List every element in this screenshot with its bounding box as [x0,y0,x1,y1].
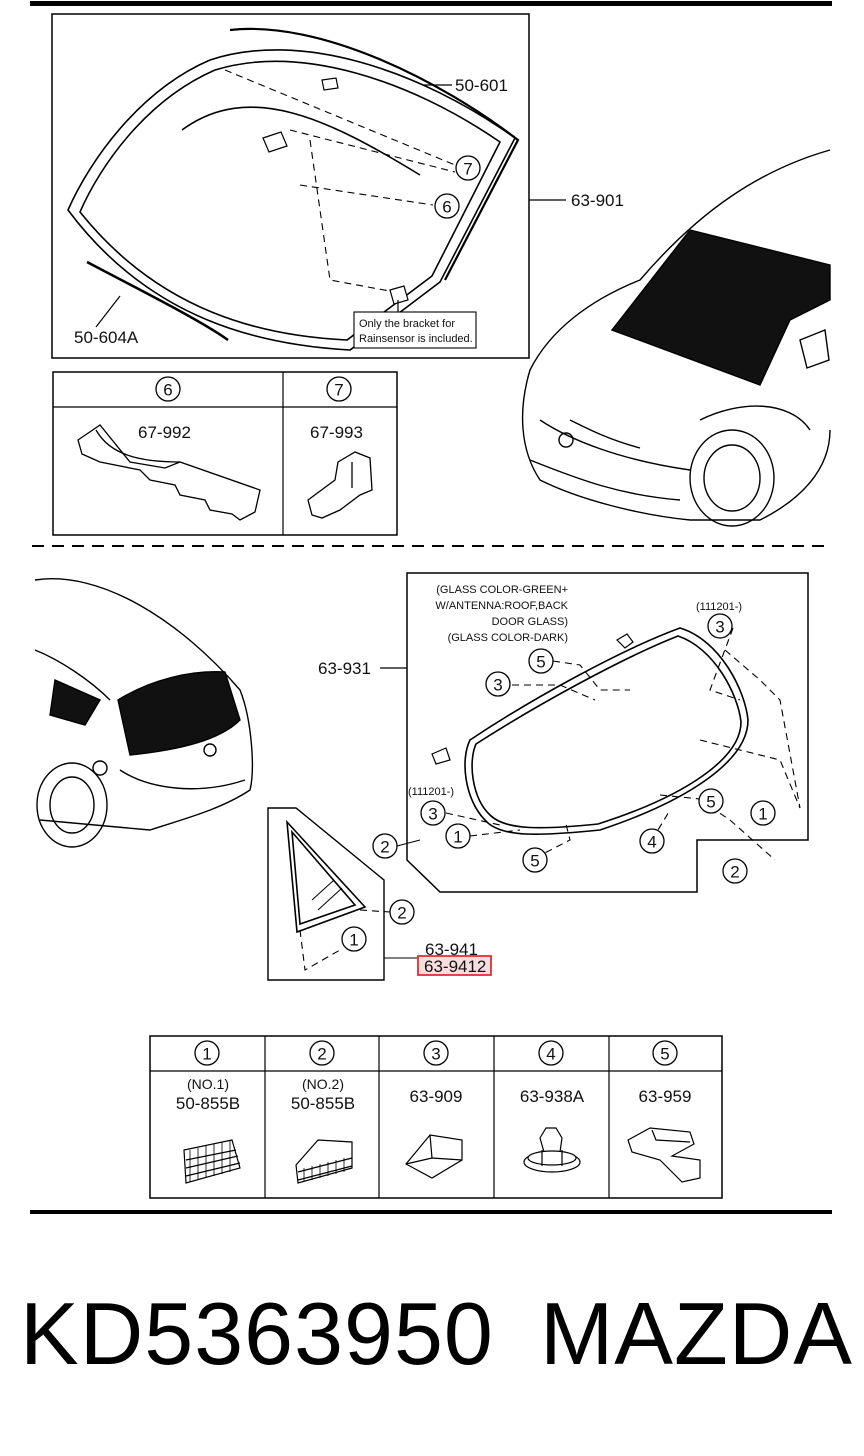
wedge-pad-icon [295,1139,353,1184]
part-number: 63-959 [639,1087,692,1106]
bottom-rule [30,1210,832,1214]
svg-text:(GLASS COLOR-GREEN+: (GLASS COLOR-GREEN+ [436,584,568,596]
callout: 5 [652,1040,678,1066]
date-code: (111201-) [696,601,742,613]
bracket-67-993-icon [307,451,373,519]
svg-text:(GLASS COLOR-DARK): (GLASS COLOR-DARK) [448,632,568,644]
callout: 2 [389,899,415,925]
sub-label: (NO.1) [187,1076,229,1092]
svg-text:3: 3 [431,1045,440,1064]
svg-text:2: 2 [397,904,406,923]
svg-text:6: 6 [442,198,451,217]
svg-text:1: 1 [202,1045,211,1064]
callout: 3 [423,1040,449,1066]
svg-text:5: 5 [660,1045,669,1064]
rainsensor-note-box [353,311,477,349]
rear-glass-section: 63-931 (GLASS COLOR-GREEN+ W/ANTENNA:ROO… [318,572,809,893]
svg-text:W/ANTENNA:ROOF,BACK: W/ANTENNA:ROOF,BACK [435,600,568,612]
callout: 6 [434,193,460,219]
brand-caption: MAZDA [540,1284,853,1383]
callout: 4 [538,1040,564,1066]
svg-text:4: 4 [546,1045,555,1064]
svg-text:1: 1 [349,931,358,950]
svg-text:DOOR GLASS): DOOR GLASS) [492,616,568,628]
svg-text:1: 1 [758,805,767,824]
part-67-992: 67-992 [138,423,191,442]
svg-text:2: 2 [380,838,389,857]
callout: 3 [485,671,511,697]
label-molding-bottom: 50-604A [74,328,139,347]
svg-text:4: 4 [647,833,656,852]
callout: 3 [707,613,733,639]
svg-text:1: 1 [453,828,462,847]
sub-label: (NO.2) [302,1076,344,1092]
svg-text:3: 3 [715,618,724,637]
part-67-993: 67-993 [310,423,363,442]
windshield-section: 50-601 63-901 50-604A 7 6 Only the brack… [51,13,624,359]
callout: 2 [309,1040,335,1066]
fastener-table: 1 2 3 4 5 (NO.1) (NO.2) 50-855B 50-855B … [149,1035,723,1199]
svg-text:5: 5 [706,793,715,812]
svg-text:5: 5 [530,852,539,871]
callout: 4 [639,828,665,854]
spec-text: (GLASS COLOR-GREEN+ W/ANTENNA:ROOF,BACK … [435,584,568,644]
callout: 2 [722,858,748,884]
bracket-67-992-icon [77,424,261,521]
svg-text:7: 7 [463,160,472,179]
front-vehicle-illustration [521,149,831,527]
callout: 7 [326,376,352,402]
bracket-table: 6 7 67-992 67-993 [52,371,398,536]
part-number: 63-909 [410,1087,463,1106]
callout: 3 [420,800,446,826]
footer-caption: KD5363950 MAZDA [0,1290,864,1400]
quarter-glass [285,819,367,934]
callout: 5 [528,648,554,674]
label-quarter-glass: 63-941 [425,940,478,959]
date-code: (111201-) [408,786,454,798]
quarter-glass-section: 2 1 63-941 63-9412 [267,807,492,981]
callout: 5 [698,788,724,814]
callout: 5 [522,847,548,873]
svg-text:5: 5 [536,653,545,672]
note-line-2: Rainsensor is included. [359,333,473,345]
callout: 2 [372,833,398,859]
svg-text:6: 6 [163,381,172,400]
bracket-clip-icon [627,1127,701,1183]
svg-text:7: 7 [334,381,343,400]
rear-vehicle-illustration [34,578,253,848]
callout: 1 [194,1040,220,1066]
svg-text:3: 3 [493,676,502,695]
label-windshield-glass: 63-901 [571,191,624,210]
part-number: 63-938A [520,1087,585,1106]
clip-icon [523,1127,581,1173]
windshield-glass [67,27,520,351]
top-rule [30,1,832,6]
svg-text:3: 3 [428,805,437,824]
highlight-box [417,955,492,976]
label-rear-glass: 63-931 [318,659,371,678]
label-quarter-glass-highlighted: 63-9412 [424,957,486,976]
callout: 7 [455,155,481,181]
callout: 6 [155,376,181,402]
block-icon [405,1134,463,1179]
label-molding-top: 50-601 [455,76,508,95]
rear-glass [464,627,749,836]
callout: 1 [445,823,471,849]
callout: 1 [341,926,367,952]
callout: 1 [750,800,776,826]
part-number: 50-855B [176,1094,240,1113]
svg-text:2: 2 [317,1045,326,1064]
part-number: 50-855B [291,1094,355,1113]
svg-text:2: 2 [730,863,739,882]
note-line-1: Only the bracket for [359,318,455,330]
spacer-pad-icon [183,1139,241,1184]
part-number-caption: KD5363950 [20,1284,494,1383]
